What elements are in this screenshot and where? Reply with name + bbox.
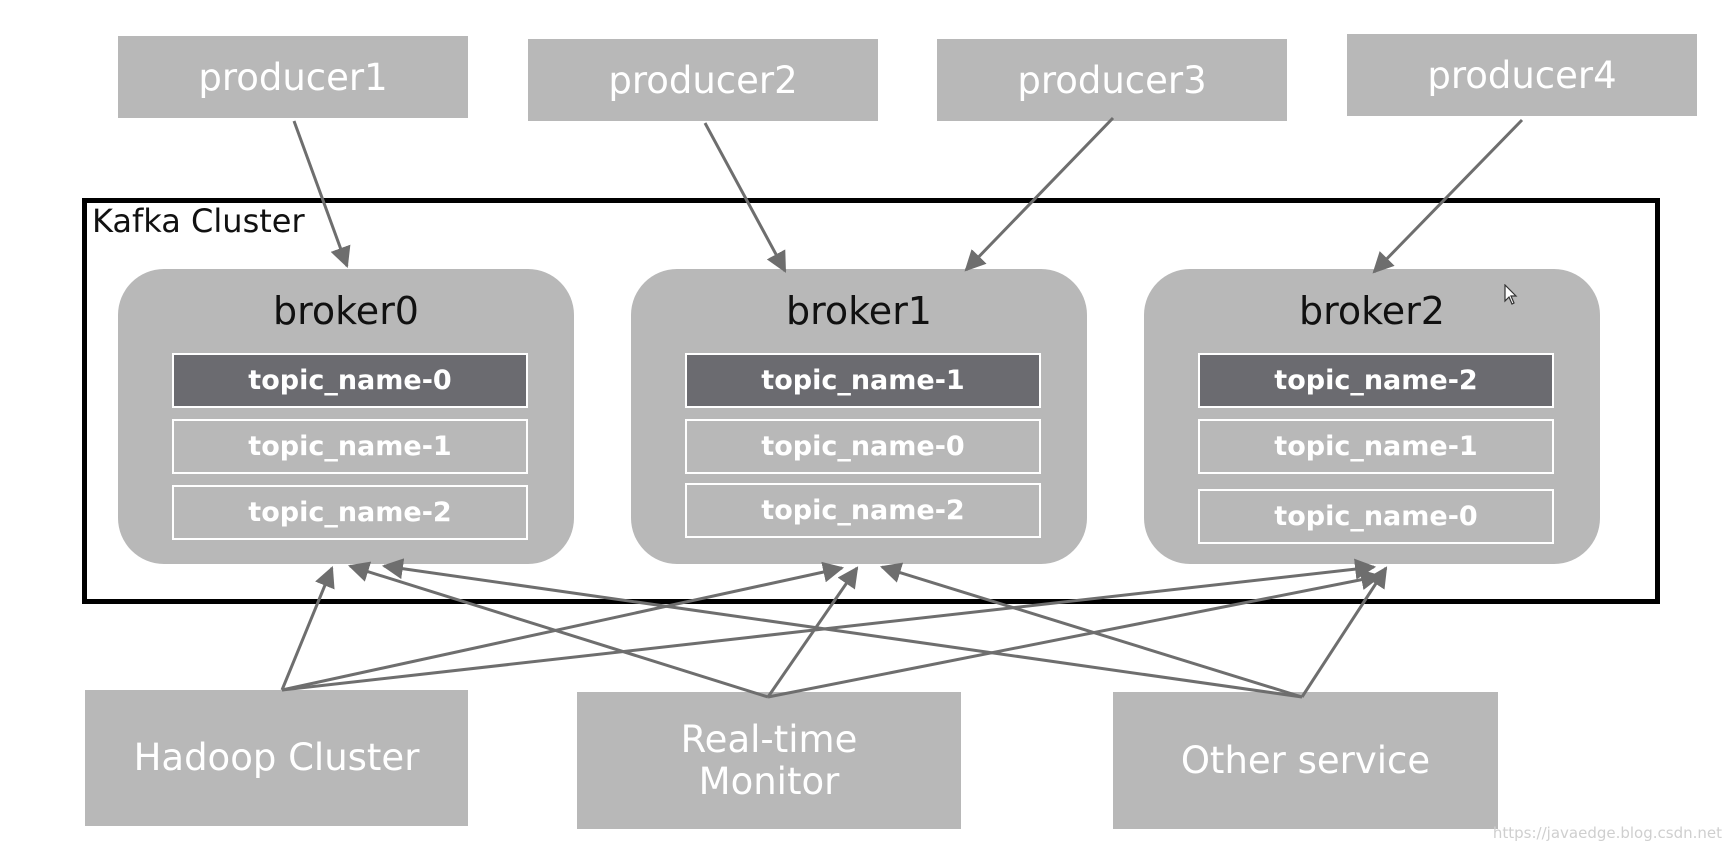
arrow-hadoop-broker1 — [281, 561, 845, 692]
arrow-producer4-broker2 — [1372, 118, 1524, 274]
arrow-producer3-broker1 — [964, 116, 1115, 272]
watermark: https://javaedge.blog.csdn.net — [1492, 824, 1722, 842]
arrow-other-broker2 — [1300, 566, 1388, 698]
producer-label: producer3 — [1017, 58, 1207, 102]
producer-label: producer1 — [198, 55, 388, 99]
arrow-hadoop-broker0 — [280, 566, 335, 691]
kafka-cluster-frame — [82, 198, 1660, 604]
broker-0: broker0 topic_name-0 topic_name-1 topic_… — [118, 269, 574, 564]
producer-label: producer4 — [1427, 53, 1617, 97]
partition-replica: topic_name-0 — [1198, 489, 1554, 544]
producer-box-4: producer4 — [1347, 34, 1697, 116]
arrow-other-broker0 — [381, 558, 1303, 699]
broker-1: broker1 topic_name-1 topic_name-0 topic_… — [631, 269, 1087, 564]
consumer-label: Real-time Monitor — [680, 717, 858, 803]
arrow-monitor-broker0 — [347, 561, 769, 699]
consumer-label: Hadoop Cluster — [133, 736, 420, 779]
consumer-box-hadoop: Hadoop Cluster — [85, 690, 468, 826]
partition-replica: topic_name-0 — [685, 419, 1041, 474]
partition-replica: topic_name-1 — [1198, 419, 1554, 474]
consumer-box-monitor: Real-time Monitor — [577, 692, 961, 829]
producer-label: producer2 — [608, 58, 798, 102]
mouse-cursor-icon — [1504, 284, 1518, 305]
partition-replica: topic_name-2 — [172, 485, 528, 540]
arrow-other-broker1 — [879, 562, 1303, 699]
partition-leader: topic_name-0 — [172, 353, 528, 408]
consumer-label: Other service — [1180, 738, 1431, 782]
kafka-cluster-label: Kafka Cluster — [92, 202, 305, 240]
partition-replica: topic_name-1 — [172, 419, 528, 474]
partition-leader: topic_name-1 — [685, 353, 1041, 408]
producer-box-2: producer2 — [528, 39, 878, 121]
broker-title: broker1 — [786, 289, 932, 333]
arrow-producer1-broker0 — [292, 120, 351, 268]
broker-title: broker0 — [273, 289, 419, 333]
broker-2: broker2 topic_name-2 topic_name-1 topic_… — [1144, 269, 1600, 564]
arrow-monitor-broker1 — [766, 566, 859, 698]
broker-title: broker2 — [1299, 289, 1445, 333]
arrow-producer2-broker1 — [703, 122, 787, 273]
consumer-box-other: Other service — [1113, 692, 1498, 829]
arrow-monitor-broker2 — [767, 569, 1383, 699]
partition-replica: topic_name-2 — [685, 483, 1041, 538]
producer-box-1: producer1 — [118, 36, 468, 118]
partition-leader: topic_name-2 — [1198, 353, 1554, 408]
producer-box-3: producer3 — [937, 39, 1287, 121]
